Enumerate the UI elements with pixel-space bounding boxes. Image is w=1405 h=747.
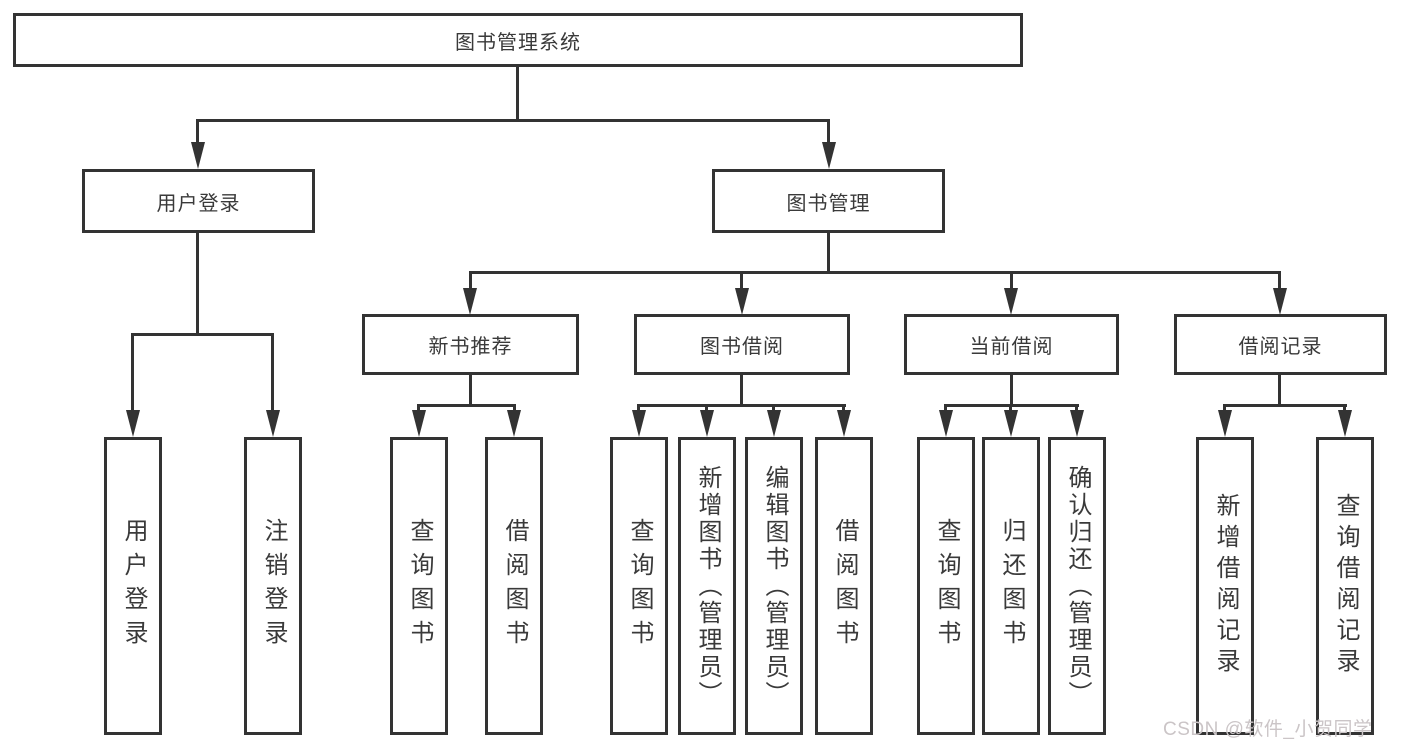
arrow-down-icon: [191, 142, 205, 169]
csdn-watermark: CSDN @软件_小贺同学: [1163, 719, 1373, 740]
arrow-down-icon: [266, 410, 280, 437]
leaf-logout-login: 注销登录: [244, 437, 302, 735]
leaf-add-books-admin: 新增图书（管理员）: [678, 437, 736, 735]
connector-line: [740, 375, 743, 407]
connector-line: [827, 233, 830, 274]
connector-line: [705, 404, 708, 414]
root-node: 图书管理系统: [13, 13, 1023, 67]
leaf-borrow-books: 借阅图书: [815, 437, 873, 735]
leaf-borrow-books-recommend: 借阅图书: [485, 437, 543, 735]
connector-line: [1009, 404, 1012, 414]
connector-line: [271, 333, 274, 413]
connector-line: [469, 375, 472, 407]
leaf-edit-books-admin: 编辑图书（管理员）: [745, 437, 803, 735]
arrow-down-icon: [735, 288, 749, 315]
arrow-down-icon: [1273, 288, 1287, 315]
leaf-add-borrow-record: 新增借阅记录: [1196, 437, 1254, 735]
connector-line: [513, 404, 516, 414]
arrow-down-icon: [126, 410, 140, 437]
connector-line: [1075, 404, 1078, 414]
arrow-down-icon: [1004, 288, 1018, 315]
leaf-query-books-current: 查询图书: [917, 437, 975, 735]
book-borrow-node: 图书借阅: [634, 314, 850, 375]
connector-line: [131, 333, 274, 336]
connector-line: [637, 404, 640, 414]
connector-line: [1010, 271, 1013, 291]
leaf-query-books-recommend: 查询图书: [390, 437, 448, 735]
connector-line: [196, 119, 830, 122]
leaf-query-books-borrow: 查询图书: [610, 437, 668, 735]
connector-line: [1010, 375, 1013, 407]
connector-line: [196, 119, 199, 147]
arrow-down-icon: [767, 410, 781, 437]
connector-line: [196, 233, 199, 336]
connector-line: [842, 404, 845, 414]
connector-line: [417, 404, 420, 414]
arrow-down-icon: [412, 410, 426, 437]
connector-line: [1278, 375, 1281, 407]
connector-line: [772, 404, 775, 414]
arrow-down-icon: [837, 410, 851, 437]
arrow-down-icon: [939, 410, 953, 437]
arrow-down-icon: [1070, 410, 1084, 437]
leaf-return-books: 归还图书: [982, 437, 1040, 735]
arrow-down-icon: [507, 410, 521, 437]
connector-line: [1278, 271, 1281, 291]
arrow-down-icon: [1004, 410, 1018, 437]
leaf-query-borrow-record: 查询借阅记录: [1316, 437, 1374, 735]
connector-line: [944, 404, 947, 414]
arrow-down-icon: [632, 410, 646, 437]
connector-line: [131, 333, 134, 413]
book-management-node: 图书管理: [712, 169, 945, 233]
user-login-node: 用户登录: [82, 169, 315, 233]
current-borrow-node: 当前借阅: [904, 314, 1119, 375]
arrow-down-icon: [700, 410, 714, 437]
borrow-records-node: 借阅记录: [1174, 314, 1387, 375]
connector-line: [469, 271, 472, 291]
arrow-down-icon: [463, 288, 477, 315]
leaf-confirm-return-admin: 确认归还（管理员）: [1048, 437, 1106, 735]
connector-line: [1223, 404, 1226, 414]
connector-line: [637, 404, 846, 407]
leaf-user-login: 用户登录: [104, 437, 162, 735]
connector-line: [1343, 404, 1346, 414]
connector-line: [827, 119, 830, 147]
connector-line: [516, 67, 519, 121]
arrow-down-icon: [1218, 410, 1232, 437]
connector-line: [1223, 404, 1347, 407]
arrow-down-icon: [1338, 410, 1352, 437]
connector-line: [469, 271, 1281, 274]
connector-line: [417, 404, 516, 407]
arrow-down-icon: [822, 142, 836, 169]
connector-line: [740, 271, 743, 291]
new-book-recommend-node: 新书推荐: [362, 314, 579, 375]
